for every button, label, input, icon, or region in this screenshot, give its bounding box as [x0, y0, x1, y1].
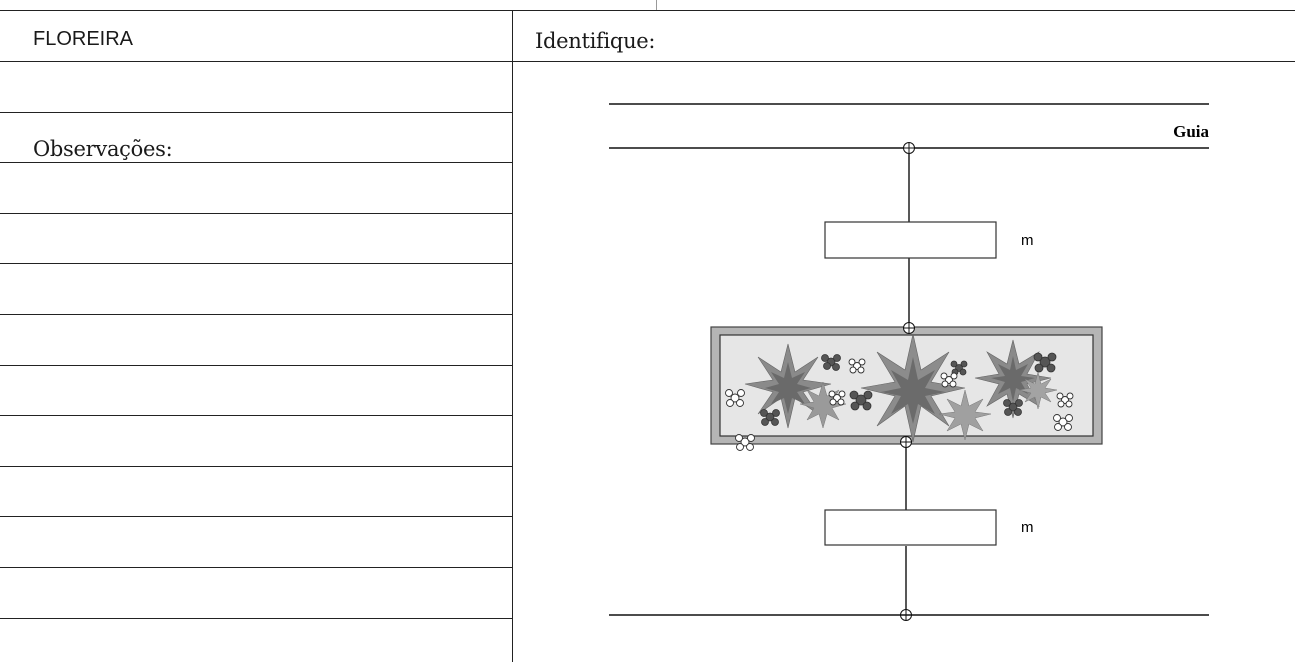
flower-outline-icon — [940, 372, 958, 388]
writing-line[interactable] — [0, 163, 512, 214]
writing-line[interactable] — [0, 467, 512, 518]
spiky-plant-icon — [860, 333, 966, 443]
lower-measure-box[interactable] — [824, 509, 997, 546]
spiky-plant-icon — [744, 343, 832, 429]
planter-diagram: Guia m — [609, 103, 1209, 621]
upper-measure-unit: m — [1021, 232, 1034, 249]
top-tick-mark — [656, 0, 657, 10]
flower-icon — [1003, 399, 1023, 416]
sheet-title: FLOREIRA — [33, 28, 134, 50]
identify-label: Identifique: — [535, 29, 656, 53]
flower-outline-icon — [725, 389, 745, 407]
title-cell: FLOREIRA — [0, 11, 512, 62]
anchor-marker-icon — [900, 436, 912, 448]
writing-line[interactable] — [0, 619, 512, 669]
flower-outline-icon — [848, 358, 866, 374]
writing-line[interactable] — [0, 416, 512, 467]
guia-label: Guia — [1173, 122, 1209, 141]
identify-cell: Identifique: — [513, 11, 1295, 62]
flower-outline-icon — [1056, 392, 1074, 408]
flower-icon — [1033, 352, 1057, 373]
flower-outline-icon — [1053, 414, 1073, 431]
flower-outline-icon — [735, 434, 755, 451]
right-column: Identifique: Guia m — [513, 11, 1295, 662]
observations-header-line: Observações: — [0, 113, 512, 164]
writing-line[interactable] — [0, 366, 512, 417]
spiky-plant-icon — [938, 389, 992, 441]
anchor-marker-icon — [903, 142, 915, 154]
flower-icon — [849, 390, 873, 411]
anchor-marker-icon — [903, 322, 915, 334]
spiky-plant-icon — [1018, 371, 1058, 410]
worksheet: FLOREIRA Observações: Identifique: Guia — [0, 10, 1295, 662]
flower-outline-icon — [828, 390, 846, 406]
observations-label: Observações: — [33, 136, 173, 161]
writing-line[interactable] — [0, 315, 512, 366]
writing-line[interactable] — [0, 568, 512, 619]
lower-measure-unit: m — [1021, 519, 1034, 536]
left-column: FLOREIRA Observações: — [0, 11, 513, 662]
writing-line[interactable] — [0, 264, 512, 315]
blank-line[interactable] — [0, 62, 512, 113]
flower-icon — [760, 409, 780, 426]
writing-line[interactable] — [0, 517, 512, 568]
upper-measure-box[interactable] — [824, 221, 997, 259]
writing-line[interactable] — [0, 214, 512, 265]
flower-icon — [821, 354, 841, 371]
